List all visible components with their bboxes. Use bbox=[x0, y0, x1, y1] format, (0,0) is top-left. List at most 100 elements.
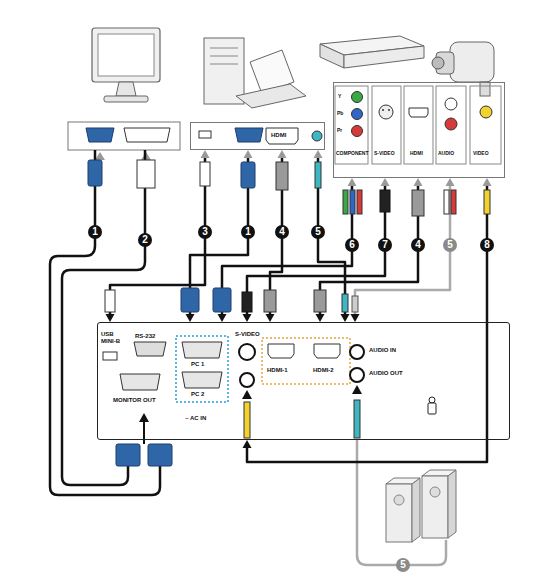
arrowhead bbox=[243, 314, 252, 322]
port-label: AUDIO IN bbox=[369, 347, 396, 354]
dvi-plug bbox=[137, 160, 155, 188]
arrowhead bbox=[266, 314, 275, 322]
cable-line bbox=[320, 184, 418, 316]
dvd-front bbox=[344, 46, 424, 68]
cable-connector bbox=[351, 178, 455, 322]
port-label: HDMI bbox=[271, 132, 286, 139]
arrowhead bbox=[278, 150, 287, 158]
cable-connector bbox=[218, 178, 357, 322]
cable-line bbox=[247, 184, 385, 316]
cable-line bbox=[110, 156, 205, 316]
kensington-lock bbox=[428, 403, 436, 414]
vga-port bbox=[120, 374, 160, 390]
hdmi-port bbox=[314, 344, 340, 358]
arrow bbox=[139, 413, 149, 422]
cable-connector bbox=[243, 178, 492, 462]
pc-input-group bbox=[176, 336, 228, 402]
callout-number: 7 bbox=[378, 238, 392, 252]
arrow bbox=[352, 385, 362, 394]
callout-number: 2 bbox=[138, 233, 152, 247]
hdmi-group bbox=[262, 338, 350, 384]
av-devices-icon bbox=[320, 36, 494, 96]
vga-plug bbox=[181, 288, 199, 312]
arrowhead bbox=[314, 150, 323, 158]
speaker-front bbox=[422, 476, 448, 538]
port-label: HDMI bbox=[410, 151, 423, 157]
video-jack bbox=[480, 106, 492, 118]
cable-connector bbox=[243, 178, 390, 322]
arrowhead bbox=[348, 178, 357, 186]
usb-port bbox=[103, 352, 117, 360]
camcorder-lens bbox=[432, 57, 444, 69]
hdmi-plug bbox=[264, 290, 276, 312]
callout-number: 4 bbox=[411, 238, 425, 252]
audio-jack bbox=[312, 131, 322, 141]
arrowhead bbox=[316, 314, 325, 322]
speaker-cone bbox=[394, 495, 404, 505]
port-group-box bbox=[404, 86, 433, 164]
camcorder-body bbox=[450, 42, 494, 82]
connector-panel: YPbPrCOMPONENTS-VIDEOHDMIAUDIOVIDEO bbox=[333, 82, 505, 178]
audio-jack bbox=[445, 98, 457, 110]
monitor-panel bbox=[68, 122, 180, 160]
hdmi-port bbox=[266, 128, 298, 144]
speaker-side bbox=[448, 470, 456, 538]
audio-jack bbox=[445, 118, 457, 130]
arrowhead bbox=[483, 178, 492, 186]
arrowhead bbox=[186, 314, 195, 322]
vga-plug bbox=[241, 162, 255, 188]
rca-jack bbox=[352, 92, 363, 103]
usb-port bbox=[199, 131, 211, 138]
port-label: HDMI-1 bbox=[267, 367, 288, 374]
hdmi-port bbox=[268, 344, 294, 358]
vga-port bbox=[182, 342, 222, 358]
speaker-front bbox=[386, 484, 412, 542]
port-label: Pb bbox=[337, 111, 343, 117]
usb-plug bbox=[200, 162, 210, 186]
rca-plug bbox=[357, 190, 362, 214]
audio-jack bbox=[350, 345, 364, 359]
computer-icon bbox=[204, 38, 306, 108]
usb-plug bbox=[105, 290, 115, 312]
port-group-box bbox=[372, 86, 401, 164]
s-video-port bbox=[379, 105, 393, 119]
port-label: PC 2 bbox=[191, 391, 204, 398]
s-video-port bbox=[239, 344, 255, 360]
arrowhead bbox=[243, 440, 252, 448]
callout-number: 1 bbox=[88, 225, 102, 239]
dvd-side bbox=[320, 44, 344, 68]
callout-number: 5 bbox=[396, 558, 410, 572]
port-label: Y bbox=[338, 94, 341, 100]
monitor-stand bbox=[116, 82, 136, 96]
cable-line bbox=[355, 184, 450, 316]
port-group-box bbox=[436, 86, 466, 164]
rca-jack bbox=[352, 126, 363, 137]
arrowhead bbox=[201, 150, 210, 158]
arrowhead bbox=[414, 178, 423, 186]
port-label: VIDEO bbox=[473, 151, 489, 157]
rca-plug bbox=[484, 190, 490, 214]
arrowhead bbox=[341, 314, 350, 322]
arrow-stem bbox=[143, 422, 145, 444]
arrowhead bbox=[381, 178, 390, 186]
port-group-box bbox=[335, 86, 368, 164]
speaker-side bbox=[412, 478, 420, 542]
rs232-port bbox=[134, 342, 166, 356]
cable-line bbox=[222, 184, 352, 316]
callout-number: 1 bbox=[241, 225, 255, 239]
arrowhead bbox=[106, 314, 115, 322]
projector-ports bbox=[103, 336, 436, 444]
port-label: USB MINI-B bbox=[101, 331, 127, 345]
port-label: PC 1 bbox=[191, 361, 204, 368]
projector-io-panel: USB MINI-BRS-232PC 1PC 2MONITOR OUTS-VID… bbox=[97, 322, 510, 440]
arrow bbox=[242, 390, 252, 399]
port-label: HDMI-2 bbox=[313, 367, 334, 374]
camcorder-grip bbox=[480, 82, 490, 96]
audio-plug bbox=[342, 294, 348, 312]
video-port bbox=[240, 373, 254, 387]
rca-plug bbox=[343, 190, 348, 214]
cable-connector bbox=[316, 178, 423, 322]
port-label: RS-232 bbox=[135, 333, 155, 340]
hdmi-port bbox=[409, 108, 428, 117]
